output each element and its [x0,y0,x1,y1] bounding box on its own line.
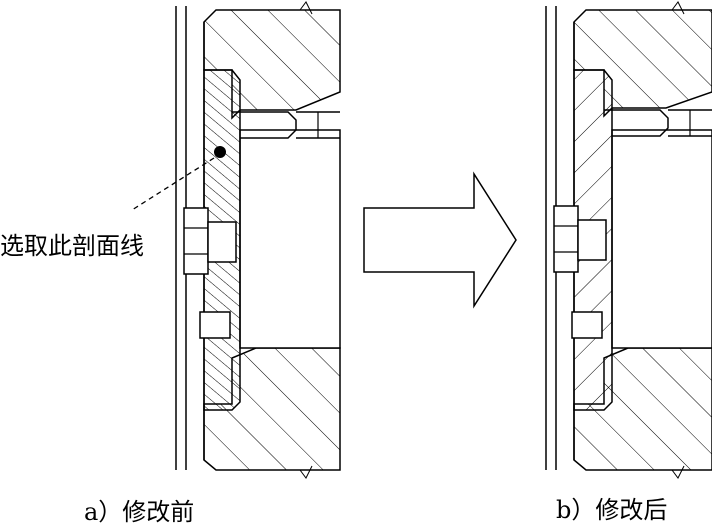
selection-point [214,146,226,158]
drawing-after [545,1,712,479]
dowel-pin [199,311,231,339]
drawing-before [131,1,341,479]
caption-after: b）修改后 [556,496,668,524]
leader-line [131,157,215,211]
transform-arrow [363,171,517,309]
bolt-head [553,205,607,273]
bolt-head [183,207,237,275]
dowel-pin [571,311,603,339]
annotation-label: 选取此剖面线 [0,232,144,260]
caption-before: a）修改前 [84,498,195,526]
